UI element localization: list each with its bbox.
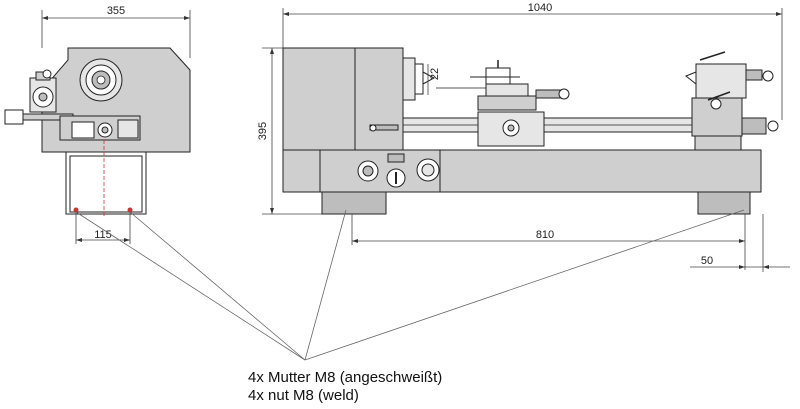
dimension-50: 50 (690, 214, 790, 272)
dimension-810: 810 (351, 214, 746, 270)
dimension-395: 395 (257, 47, 322, 215)
dimension-115-label: 115 (94, 229, 112, 241)
dimension-395-label: 395 (257, 122, 269, 140)
dimension-115: 115 (75, 212, 131, 244)
dimension-22-label: 22 (429, 68, 441, 80)
dimension-1040-label: 1040 (528, 2, 552, 14)
control-panel (357, 153, 440, 188)
dimension-355: 355 (41, 5, 191, 58)
side-tailstock (685, 51, 779, 151)
side-feet (321, 191, 751, 215)
note-line-english: 4x nut M8 (weld) (248, 387, 359, 404)
front-cross-slide (4, 69, 141, 141)
leader-lines (75, 209, 745, 361)
dimension-22: 22 (427, 64, 441, 95)
dimension-1040: 1040 (282, 2, 783, 120)
dimension-810-label: 810 (536, 229, 554, 241)
front-spindle (79, 58, 123, 102)
dimension-50-label: 50 (701, 255, 713, 267)
dimension-355-label: 355 (107, 5, 125, 17)
note-line-german: 4x Mutter M8 (angeschweißt) (248, 369, 443, 386)
side-view: 1040 395 22 (257, 2, 790, 272)
front-view: 355 (4, 5, 191, 244)
side-carriage (436, 60, 570, 147)
front-stand (65, 140, 147, 218)
side-headstock (282, 47, 436, 151)
